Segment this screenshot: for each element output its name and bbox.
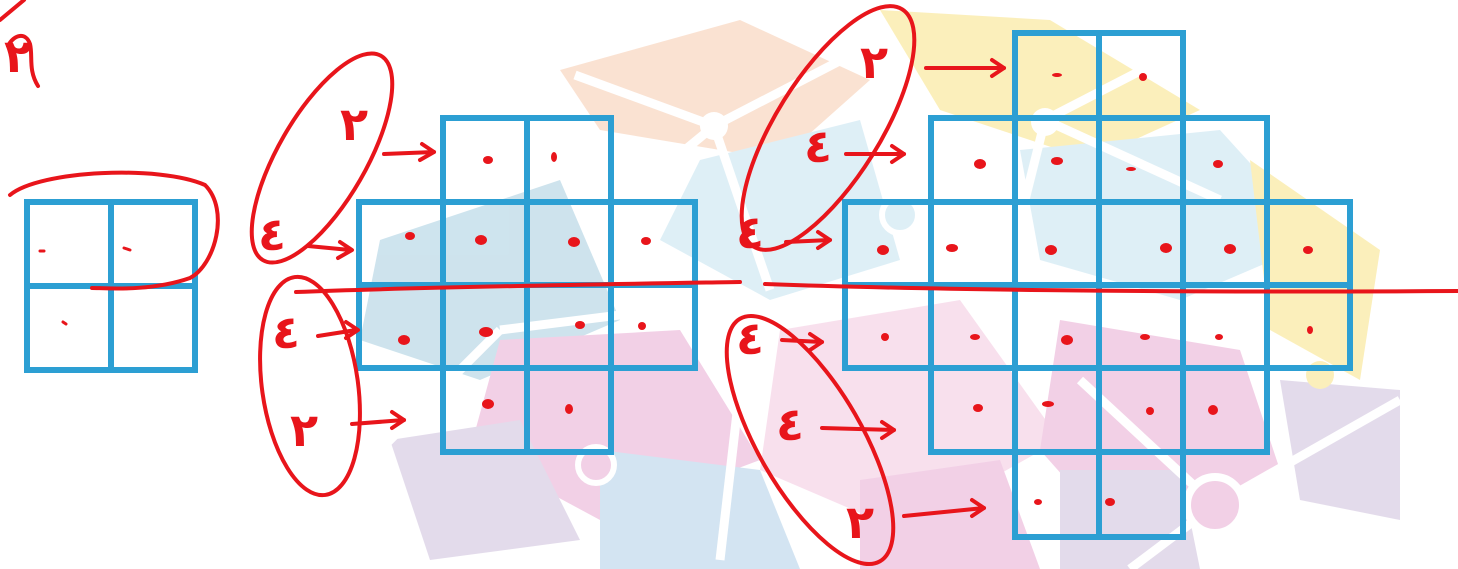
row-label: ٢ [846, 495, 874, 549]
row-label: ٢ [860, 35, 888, 89]
row-label: ٢ [340, 97, 368, 151]
kmap-grid-2var [24, 199, 198, 373]
margin-scribble-2 [6, 34, 40, 88]
label-loop-top [249, 51, 395, 265]
row-label: ٢ [290, 403, 318, 457]
row-label: ٤ [736, 205, 764, 259]
row-label: ٤ [776, 397, 804, 451]
margin-label: ٢ [4, 29, 32, 83]
margin-scribble [0, 0, 26, 22]
row-label: ٤ [804, 119, 832, 173]
cell-marks-4var [398, 152, 651, 414]
cell-marks-2var [38, 246, 132, 326]
pencil-arrow-icon [306, 142, 436, 430]
top-row-loop [8, 170, 220, 291]
fold-line [294, 280, 742, 294]
label-loop-bottom-2 [724, 314, 896, 566]
label-loop-bottom [258, 274, 362, 498]
pencil-arrow-icon-2 [780, 58, 1006, 518]
row-label: ٤ [258, 207, 286, 261]
row-label: ٤ [272, 305, 300, 359]
cell-marks-6var [877, 73, 1313, 506]
fold-line-2 [763, 282, 1458, 294]
row-label: ٤ [736, 311, 764, 365]
